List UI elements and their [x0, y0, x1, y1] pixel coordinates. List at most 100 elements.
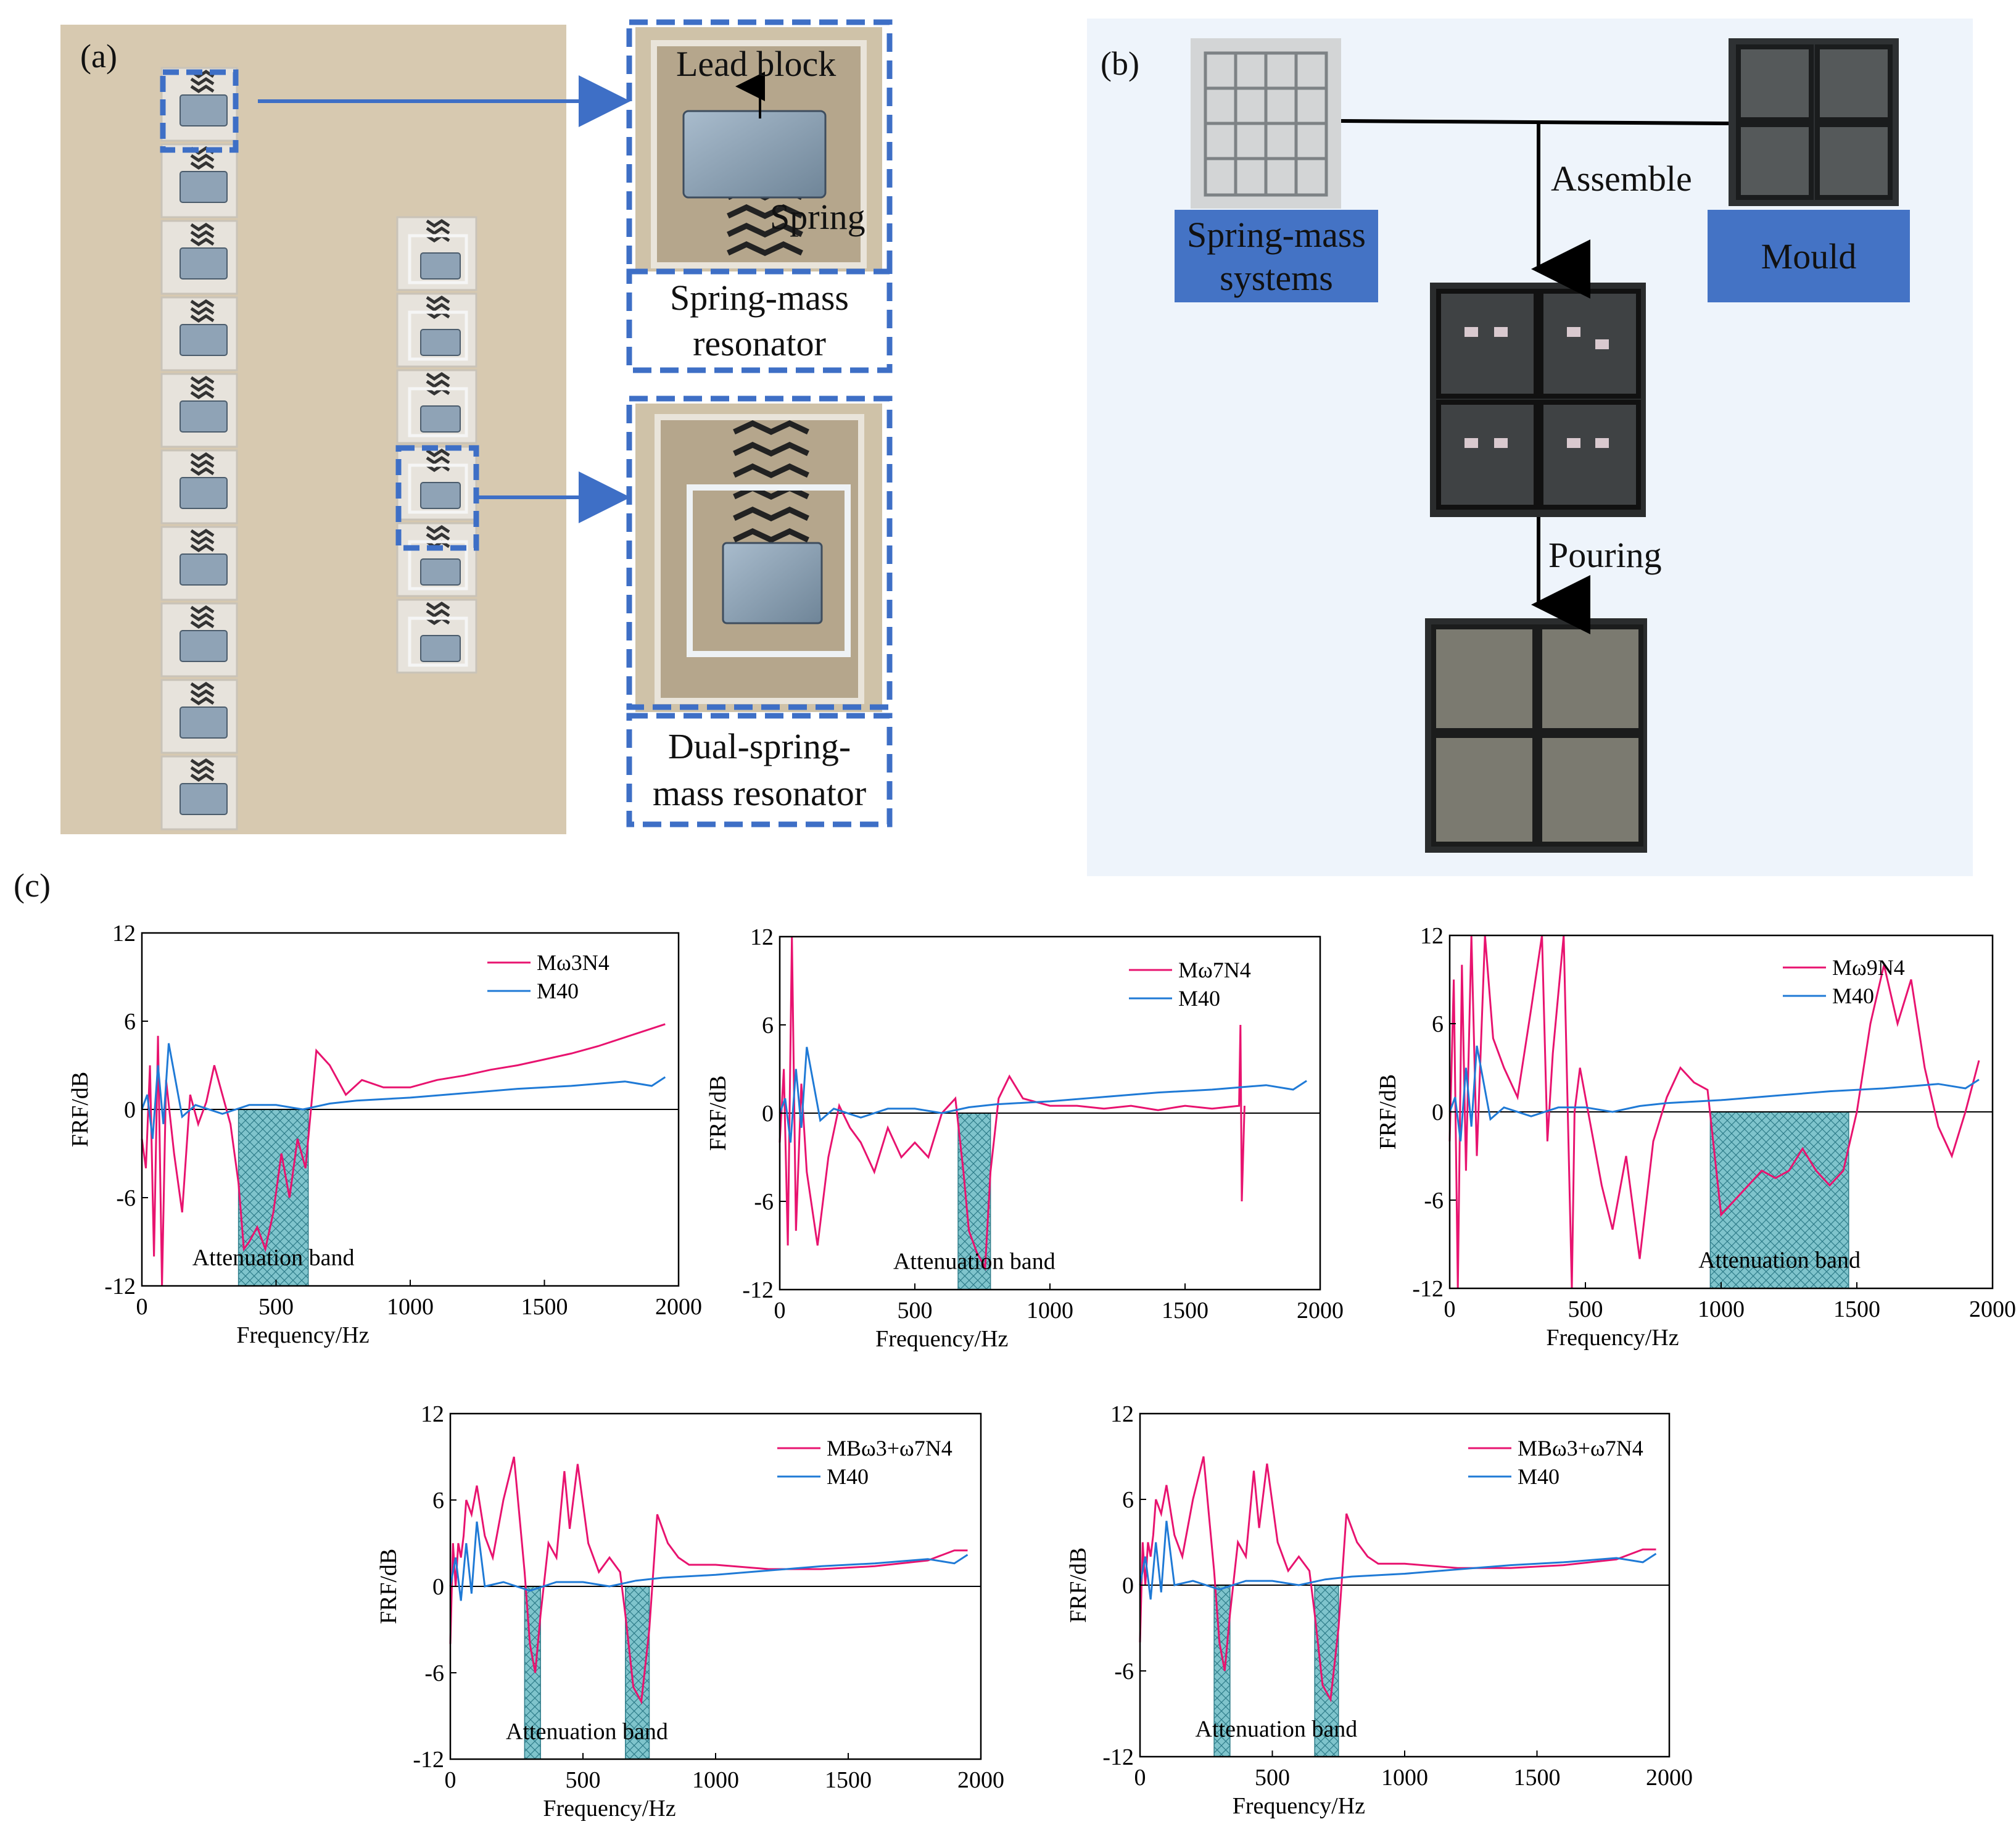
x-tick-label: 1500: [1514, 1765, 1561, 1791]
resonator-column-dual: [396, 216, 477, 674]
y-tick-label: -6: [116, 1185, 136, 1211]
x-tick-label: 1000: [1698, 1296, 1745, 1322]
assemble-connector-line: [1341, 119, 1729, 125]
lead-block: [420, 635, 461, 662]
mould-photo: [1729, 38, 1899, 206]
y-tick-label: 12: [421, 1401, 444, 1427]
y-axis-label: FRF/dB: [705, 1075, 731, 1151]
y-tick-label: 6: [762, 1013, 774, 1038]
x-tick-label: 500: [1255, 1765, 1290, 1791]
y-tick-label: 6: [124, 1009, 136, 1035]
spring-frame: [408, 234, 468, 284]
x-tick-label: 1000: [692, 1767, 739, 1793]
legend-label: M40: [1832, 984, 1874, 1008]
y-axis-label: FRF/dB: [67, 1072, 93, 1148]
caption-dual-line1: Dual-spring-: [667, 726, 851, 766]
spring-coil: [190, 758, 215, 782]
y-tick-label: -12: [413, 1747, 444, 1773]
caption-single-line2: resonator: [693, 323, 826, 363]
series-line-sample: [141, 1023, 666, 1287]
caption-box-dual: [626, 713, 893, 827]
x-tick-label: 500: [898, 1298, 933, 1324]
y-tick-label: 6: [1432, 1011, 1444, 1037]
y-tick-label: 0: [762, 1101, 774, 1127]
lead-block: [420, 329, 461, 356]
poured-specimens-photo: [1425, 618, 1647, 853]
assembled-mould-photo: [1430, 283, 1646, 517]
spring-mass-systems-photo: [1191, 38, 1341, 209]
systems-label-box: [1175, 210, 1378, 302]
spring-frame: [408, 310, 468, 361]
legend-label: M40: [1518, 1464, 1560, 1489]
spring-coil: [190, 375, 215, 400]
x-axis-label: Frequency/Hz: [1546, 1325, 1679, 1351]
legend-label: MBω3+ω7N4: [827, 1436, 952, 1461]
y-tick-label: 0: [432, 1574, 444, 1600]
y-tick-label: 0: [1432, 1100, 1444, 1125]
lead-block: [180, 630, 228, 662]
x-tick-label: 1500: [521, 1294, 568, 1320]
panel-a-photo: [60, 25, 566, 834]
lead-block: [180, 783, 228, 815]
spring-frame: [408, 463, 468, 514]
legend-label: M40: [537, 979, 579, 1003]
mould-label-box: [1708, 210, 1910, 302]
attenuation-band: [1709, 1111, 1849, 1289]
x-tick-label: 0: [445, 1767, 456, 1793]
lead-block: [180, 706, 228, 739]
panel-a-illustration: [160, 19, 893, 831]
y-axis-label: FRF/dB: [1375, 1074, 1401, 1150]
series-line-m40: [1139, 1520, 1657, 1600]
systems-label-line2: systems: [1220, 258, 1333, 298]
y-tick-label: 12: [750, 924, 774, 950]
spring-coil: [190, 681, 215, 706]
y-tick-label: -12: [104, 1274, 136, 1299]
attenuation-band-label: Attenuation band: [1196, 1717, 1358, 1742]
series-line-sample: [1448, 935, 1980, 1289]
x-tick-label: 0: [1134, 1765, 1146, 1791]
legend-label: M40: [1178, 986, 1220, 1011]
x-tick-label: 2000: [1969, 1296, 2016, 1322]
attenuation-band-label: Attenuation band: [1698, 1248, 1861, 1274]
series-line-sample: [449, 1456, 968, 1705]
legend-label: MBω3+ω7N4: [1518, 1436, 1643, 1461]
zoom-single-resonator: [626, 19, 893, 280]
lead-block: [180, 247, 228, 280]
panel-a-label: (a): [80, 38, 117, 75]
lead-block: [180, 400, 228, 433]
series-line-m40: [779, 1046, 1307, 1143]
y-axis-label: FRF/dB: [376, 1549, 402, 1625]
y-tick-label: -12: [1102, 1744, 1134, 1770]
lead-block: [180, 94, 228, 126]
lead-block: [420, 558, 461, 586]
series-line-m40: [141, 1043, 666, 1139]
lead-block-label: Lead block: [676, 44, 837, 84]
x-tick-label: 500: [566, 1767, 601, 1793]
series-line-m40: [449, 1521, 969, 1601]
lead-block: [180, 171, 228, 203]
highlight-box-single: [160, 69, 239, 153]
panel-c-label: (c): [14, 867, 51, 904]
y-axis-label: FRF/dB: [1065, 1548, 1091, 1623]
x-tick-label: 1000: [1381, 1765, 1428, 1791]
caption-single-resonator: Spring-mass resonator: [629, 275, 890, 367]
spring-frame: [408, 540, 468, 590]
spring-coil: [190, 222, 215, 247]
spring-coil: [190, 452, 215, 476]
lead-block: [420, 405, 461, 433]
spring-coil: [426, 295, 450, 320]
panel-b-label: (b): [1101, 45, 1139, 82]
attenuation-band-label: Attenuation band: [893, 1249, 1056, 1275]
spring-coil: [190, 605, 215, 629]
spring-coil: [190, 528, 215, 553]
y-tick-label: -6: [1114, 1659, 1134, 1684]
spring-coil: [426, 218, 450, 243]
panel-b-illustration: [1175, 38, 1910, 853]
x-tick-label: 2000: [957, 1767, 1004, 1793]
resonator-column-single: [160, 67, 238, 831]
